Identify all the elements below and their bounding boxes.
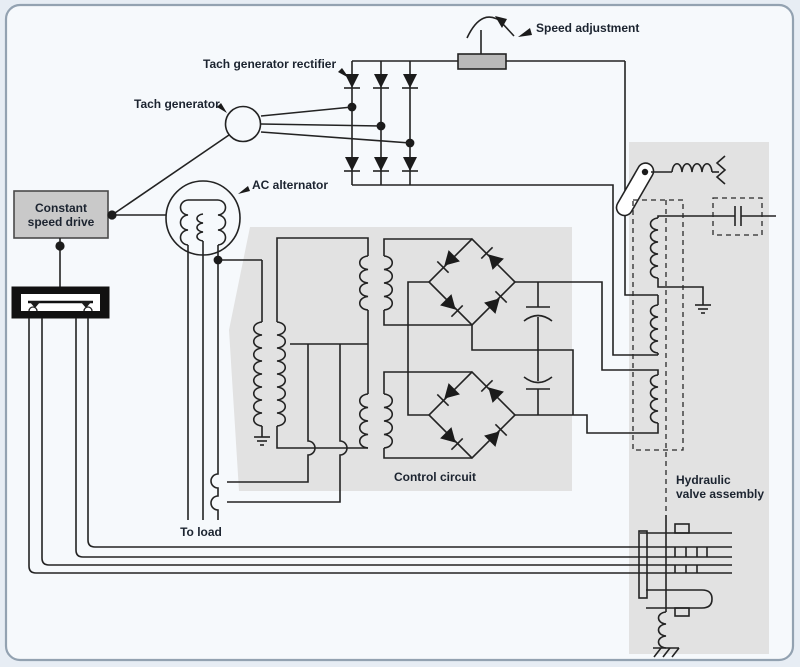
ground-icon — [695, 304, 711, 314]
constant-speed-drive — [13, 190, 166, 287]
pickoff-wires — [28, 318, 732, 574]
potentiometer-body — [457, 53, 507, 70]
label-arrow-icon — [518, 28, 532, 37]
bridge-common-link — [407, 281, 429, 416]
speed-adjustment-potentiometer — [352, 16, 625, 70]
csd-label-line1: Constant — [35, 201, 87, 215]
junction-dot — [107, 210, 117, 220]
hydraulic-label-line2: valve assembly — [676, 487, 764, 501]
hydraulic-label-line1: Hydraulic — [676, 473, 731, 487]
governor-contact-unit — [11, 286, 110, 319]
interstage-secondaries — [383, 238, 472, 459]
tach-generator — [111, 105, 411, 216]
junction-dot — [55, 241, 65, 251]
pivot-dot — [641, 168, 649, 176]
position-pickoff-windings — [638, 523, 732, 658]
filter-capacitor-2 — [523, 350, 553, 415]
ac-alternator-label: AC alternator — [252, 178, 328, 192]
label-arrow-icon — [338, 68, 349, 78]
junction-dot — [213, 255, 223, 265]
control-circuit-label: Control circuit — [394, 470, 476, 484]
ac-alternator — [165, 180, 241, 520]
filter-capacitor-1 — [523, 282, 553, 350]
label-speed-adjustment: Speed adjustment — [518, 21, 639, 37]
output-rails — [471, 281, 659, 434]
label-ac-alternator: AC alternator — [238, 178, 328, 194]
ground-icon — [254, 436, 270, 446]
control-circuit-region — [229, 227, 572, 491]
label-arrow-icon — [238, 186, 250, 194]
wiper-arrow-icon — [495, 16, 507, 28]
flapper-lever — [615, 155, 727, 217]
tach-generator-label: Tach generator — [134, 97, 220, 111]
to-load-label: To load — [180, 525, 222, 539]
label-arrow-icon — [217, 103, 227, 113]
diode-icon — [344, 157, 418, 172]
lower-diode-bridge — [427, 370, 517, 460]
label-tach-generator: Tach generator — [134, 97, 227, 113]
chassis-ground-icon — [653, 647, 680, 658]
speed-adjustment-label: Speed adjustment — [536, 21, 639, 35]
csd-label-line2: speed drive — [28, 215, 95, 229]
hydraulic-valve-region — [629, 142, 769, 654]
label-hydraulic-valve-assembly: Hydraulic valve assembly — [676, 473, 764, 501]
tach-generator-rectifier-label: Tach generator rectifier — [203, 57, 336, 71]
tach-generator-symbol — [224, 105, 262, 143]
constant-speed-drive-box — [13, 190, 109, 239]
label-tach-generator-rectifier: Tach generator rectifier — [203, 57, 349, 78]
valve-solenoid-coils — [649, 215, 776, 424]
valve-body — [632, 199, 684, 612]
feedback-capacitor — [712, 197, 763, 236]
control-transformer — [213, 237, 369, 503]
label-constant-speed-drive: Constant speed drive — [28, 201, 95, 229]
spring-anchor-icon — [715, 155, 727, 185]
tach-generator-rectifier-bridge — [344, 61, 658, 356]
